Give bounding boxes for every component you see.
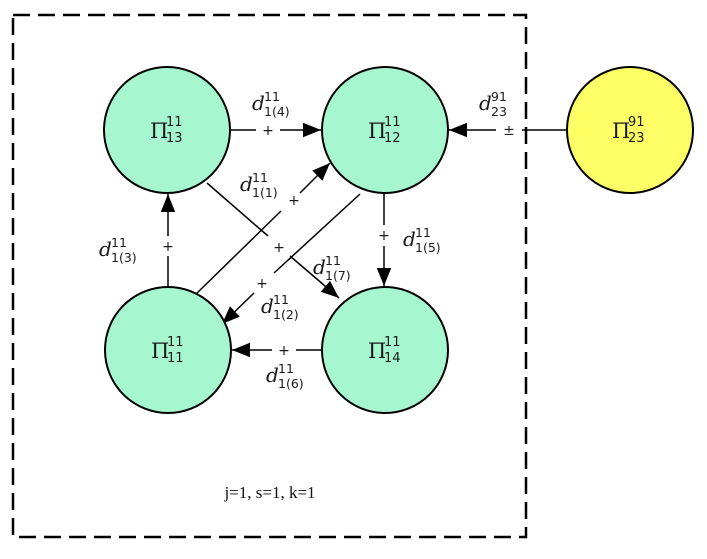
edge-e2[interactable]: [221, 193, 361, 325]
node-P14-symbol: Π: [368, 339, 386, 363]
label-e6-sub: 1(6): [278, 376, 304, 391]
label-e4-sup: 11: [264, 89, 280, 104]
label-e5-sub: 1(5): [415, 240, 441, 255]
label-e5: d 11 1(5): [403, 225, 441, 255]
node-P13[interactable]: Π 11 13: [103, 66, 231, 194]
sign-e3: +: [162, 239, 174, 255]
label-e1-sup: 11: [252, 170, 268, 185]
sign-e23: ±: [503, 123, 515, 139]
node-P13-sub: 13: [166, 131, 183, 146]
sign-e7: +: [273, 240, 285, 256]
label-e1-symbol: d: [240, 172, 253, 196]
node-P13-circle: [103, 66, 231, 194]
node-P11-circle: [104, 286, 232, 414]
node-P12-symbol: Π: [368, 119, 386, 143]
node-P23-symbol: Π: [612, 119, 630, 143]
label-e4-sub: 1(4): [264, 104, 290, 119]
label-e3: d 11 1(3): [99, 235, 137, 265]
label-e6: d 11 1(6): [266, 361, 304, 391]
node-P23-sup: 91: [628, 115, 645, 130]
label-e2-sub: 1(2): [273, 307, 299, 322]
edge-labels: d 11 1(4) d 11 1(1) d 11 1(3) d 11 1(5) …: [99, 89, 507, 391]
node-P11-symbol: Π: [151, 339, 169, 363]
label-e23-sub: 23: [491, 104, 507, 119]
label-e1: d 11 1(1): [240, 170, 278, 200]
label-e5-symbol: d: [403, 227, 416, 251]
edge-e1[interactable]: [193, 162, 331, 297]
sign-e4: +: [262, 123, 274, 139]
label-e23-sup: 91: [491, 89, 507, 104]
label-e4: d 11 1(4): [252, 89, 290, 119]
edge-e7[interactable]: [206, 182, 340, 299]
node-P12-sup: 11: [384, 115, 401, 130]
sign-e2: +: [256, 276, 268, 292]
edges: [160, 122, 567, 358]
label-e2-sup: 11: [273, 292, 289, 307]
label-e6-symbol: d: [266, 363, 279, 387]
label-e5-sup: 11: [415, 225, 431, 240]
label-e2: d 11 1(2): [261, 292, 299, 322]
label-e3-symbol: d: [99, 237, 112, 261]
subsystem-boundary: [11, 13, 528, 539]
label-e23: d 91 23: [479, 89, 507, 119]
subsystem-indices-caption: j=1, s=1, k=1: [223, 483, 315, 502]
label-e2-symbol: d: [261, 294, 274, 318]
label-e7: d 11 1(7): [313, 253, 351, 283]
node-P11[interactable]: Π 11 11: [104, 286, 232, 414]
node-P11-sub: 11: [167, 351, 184, 366]
node-P12-circle: [321, 66, 449, 194]
edge-signs: + + + + + + + ±: [162, 123, 515, 359]
node-P13-sup: 11: [166, 115, 183, 130]
label-e7-sub: 1(7): [325, 268, 351, 283]
sign-e5: +: [378, 228, 390, 244]
node-P14-sup: 11: [384, 335, 401, 350]
node-P14[interactable]: Π 11 14: [321, 286, 449, 414]
sign-e1: +: [288, 193, 300, 209]
node-P23-circle: [566, 66, 694, 194]
label-e6-sup: 11: [278, 361, 294, 376]
label-e3-sup: 11: [111, 235, 127, 250]
label-e4-symbol: d: [252, 91, 265, 115]
sign-e6: +: [278, 343, 290, 359]
node-P14-sub: 14: [384, 351, 401, 366]
node-P23-sub: 23: [628, 131, 645, 146]
label-e7-sup: 11: [325, 253, 341, 268]
node-P14-circle: [321, 286, 449, 414]
label-e7-symbol: d: [313, 255, 326, 279]
label-e1-sub: 1(1): [252, 185, 278, 200]
label-e23-symbol: d: [479, 91, 492, 115]
node-P12[interactable]: Π 11 12: [321, 66, 449, 194]
node-P12-sub: 12: [384, 131, 401, 146]
node-P13-symbol: Π: [150, 119, 168, 143]
node-P11-sup: 11: [167, 335, 184, 350]
label-e3-sub: 1(3): [111, 250, 137, 265]
node-P23[interactable]: Π 91 23: [566, 66, 694, 194]
